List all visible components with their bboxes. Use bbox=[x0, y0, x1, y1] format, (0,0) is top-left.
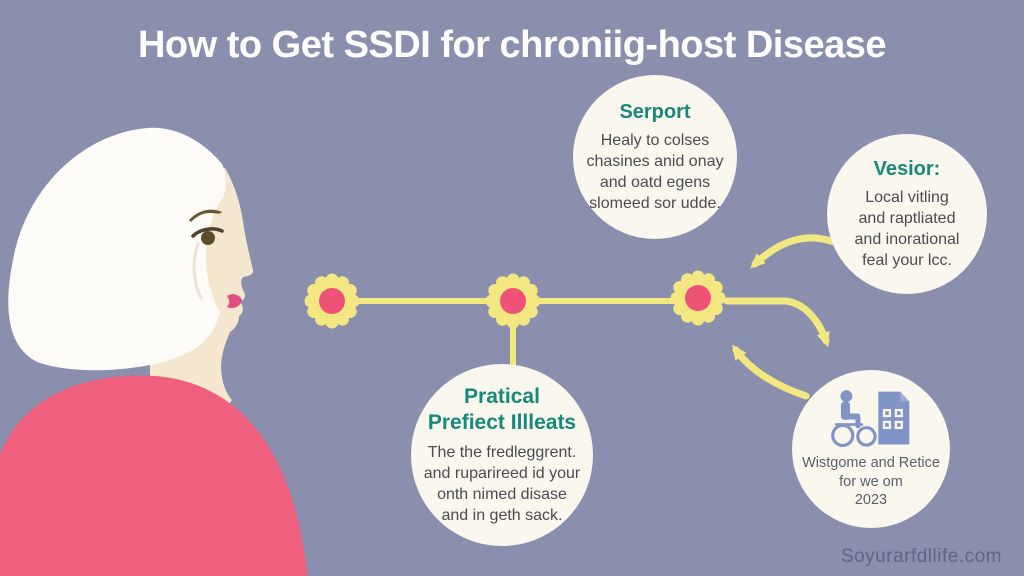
document-icon bbox=[878, 391, 910, 445]
bubble-advisor-heading: Vesior: bbox=[873, 157, 941, 180]
bubble-notice: Wistgome and Retice for we om 2023 bbox=[792, 370, 950, 528]
page-title: How to Get SSDI for chroniig-host Diseas… bbox=[137, 24, 887, 66]
woman-hair-detail bbox=[192, 242, 203, 300]
bubble-advisor: Vesior: Local vitling and raptliated and… bbox=[827, 134, 987, 294]
woman-eyebrow bbox=[189, 209, 222, 222]
woman-eyelid bbox=[191, 227, 224, 238]
bubble-notice-body: Wistgome and Retice for we om 2023 bbox=[802, 454, 940, 509]
gear-node-2 bbox=[485, 273, 541, 329]
woman-shirt bbox=[0, 375, 308, 576]
timeline bbox=[304, 270, 726, 370]
arrow-gear-to-notice bbox=[723, 297, 830, 348]
gear-node-3 bbox=[670, 270, 726, 326]
gear-node-1 bbox=[304, 273, 360, 329]
bubble-support-body: Healy to colses chasines anid onay and o… bbox=[586, 131, 724, 213]
bubble-practical-body: The the fredleggrent. and ruparireed id … bbox=[423, 443, 581, 524]
bubble-advisor-body: Local vitling and raptliated and inorati… bbox=[854, 188, 960, 270]
bubble-support: Serport Healy to colses chasines anid on… bbox=[573, 75, 737, 239]
arrow-notice-to-gear bbox=[732, 344, 810, 400]
wheelchair-and-document-icon bbox=[831, 390, 910, 447]
wheelchair-icon bbox=[831, 390, 877, 447]
woman-lips bbox=[227, 294, 242, 309]
bubble-practical-heading: Pratical Prefiect Illleats bbox=[427, 385, 577, 435]
woman-figure bbox=[0, 127, 308, 576]
woman-hair bbox=[8, 127, 226, 371]
watermark: Soyurarfdllife.com bbox=[840, 546, 1002, 567]
bubble-support-heading: Serport bbox=[619, 100, 691, 123]
bubble-practical: Pratical Prefiect Illleats The the fredl… bbox=[411, 364, 593, 546]
arrows bbox=[723, 234, 849, 400]
woman-eye bbox=[201, 231, 215, 245]
